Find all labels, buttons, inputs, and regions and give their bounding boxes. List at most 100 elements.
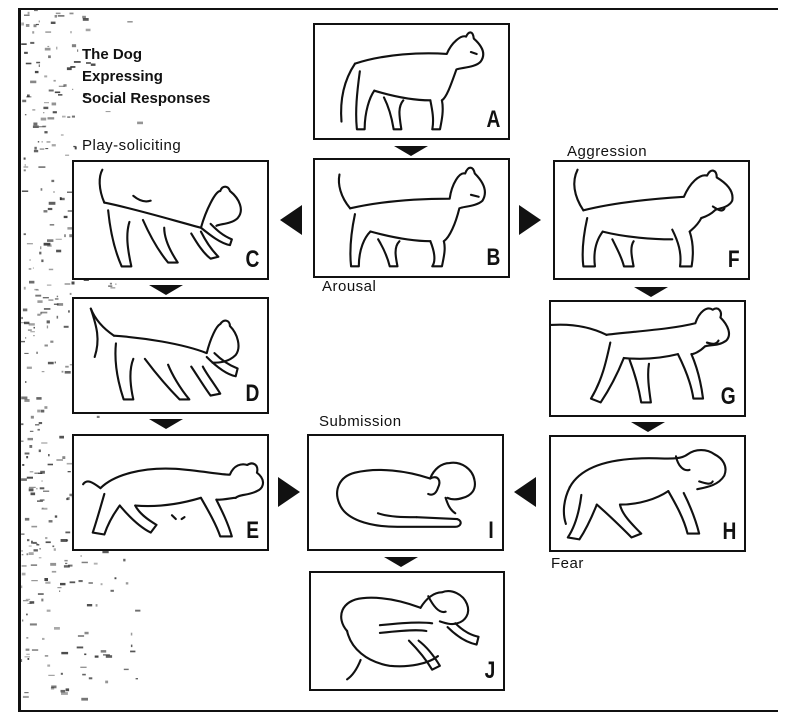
noise-speck [41,188,43,191]
noise-speck [33,126,39,129]
arrow-i-to-j [384,557,418,567]
noise-speck [61,652,68,654]
noise-speck [35,295,41,297]
noise-speck [66,688,70,691]
arrow-h-to-i [514,477,536,507]
noise-speck [36,24,39,25]
noise-speck [61,692,68,695]
noise-speck [66,540,68,542]
noise-speck [82,674,86,676]
noise-speck [39,450,41,453]
noise-speck [48,117,55,119]
noise-speck [21,43,27,45]
noise-speck [52,144,56,146]
noise-speck [45,48,51,51]
noise-speck [126,582,129,584]
noise-speck [60,198,65,200]
noise-speck [21,317,22,319]
noise-speck [37,410,41,413]
noise-speck [85,632,89,635]
noise-speck [27,367,32,369]
noise-speck [25,337,26,338]
title-line-2: Expressing [82,66,210,88]
noise-speck [64,565,70,567]
noise-speck [27,477,33,479]
noise-speck [26,599,30,600]
noise-speck [49,520,53,522]
panel-f: F [553,160,750,280]
noise-speck [40,487,45,489]
panel-e: E [72,434,269,551]
dog-stalking-icon [551,302,744,415]
noise-speck [24,166,29,167]
panel-e-label: E [246,517,259,545]
noise-speck [47,285,52,286]
noise-speck [62,371,64,373]
noise-speck [26,63,32,65]
noise-speck [31,541,33,544]
noise-speck [43,107,48,109]
noise-speck [21,23,24,26]
noise-speck [110,283,112,285]
noise-speck [60,583,66,585]
noise-speck [55,298,59,300]
noise-speck [30,431,34,432]
noise-speck [47,46,49,47]
dog-lying-submissive-icon [309,436,502,549]
noise-speck [53,111,57,113]
noise-speck [123,559,125,562]
noise-speck [136,678,138,679]
noise-speck [110,287,115,288]
noise-speck [55,362,56,364]
noise-speck [65,283,71,284]
noise-speck [45,537,47,539]
noise-speck [51,687,54,690]
noise-speck [55,515,57,517]
noise-speck [44,406,47,409]
panel-a: A [313,23,510,140]
noise-speck [48,362,54,365]
noise-speck [41,599,43,602]
noise-speck [54,627,60,630]
noise-speck [23,696,29,698]
title-line-1: The Dog [82,44,210,66]
noise-speck [67,116,70,117]
noise-speck [39,64,40,67]
noise-speck [77,49,78,51]
noise-speck [131,633,133,636]
noise-speck [47,141,51,143]
noise-speck [28,658,30,660]
noise-speck [72,89,73,90]
noise-speck [27,553,29,555]
noise-speck [137,122,143,125]
noise-speck [39,557,42,558]
noise-speck [37,300,42,303]
noise-speck [26,456,28,458]
noise-speck [45,345,48,347]
noise-speck [64,326,69,328]
noise-speck [65,366,69,368]
panel-b: B [313,158,510,278]
noise-speck [45,31,51,33]
noise-speck [31,580,38,581]
noise-speck [101,650,107,653]
dog-play-run-icon [74,436,267,549]
noise-speck [24,287,26,290]
noise-speck [21,423,23,425]
noise-speck [72,282,75,285]
noise-speck [24,169,26,171]
noise-speck [81,555,82,557]
dog-rolling-submissive-icon [311,573,503,689]
noise-speck [36,488,38,490]
noise-speck [33,335,35,336]
noise-speck [32,31,34,33]
noise-speck [47,320,50,323]
noise-speck [49,269,53,271]
noise-speck [36,397,41,400]
noise-speck [38,166,45,168]
noise-speck [40,148,45,150]
noise-speck [94,563,98,565]
noise-speck [45,582,50,584]
noise-speck [41,312,48,314]
